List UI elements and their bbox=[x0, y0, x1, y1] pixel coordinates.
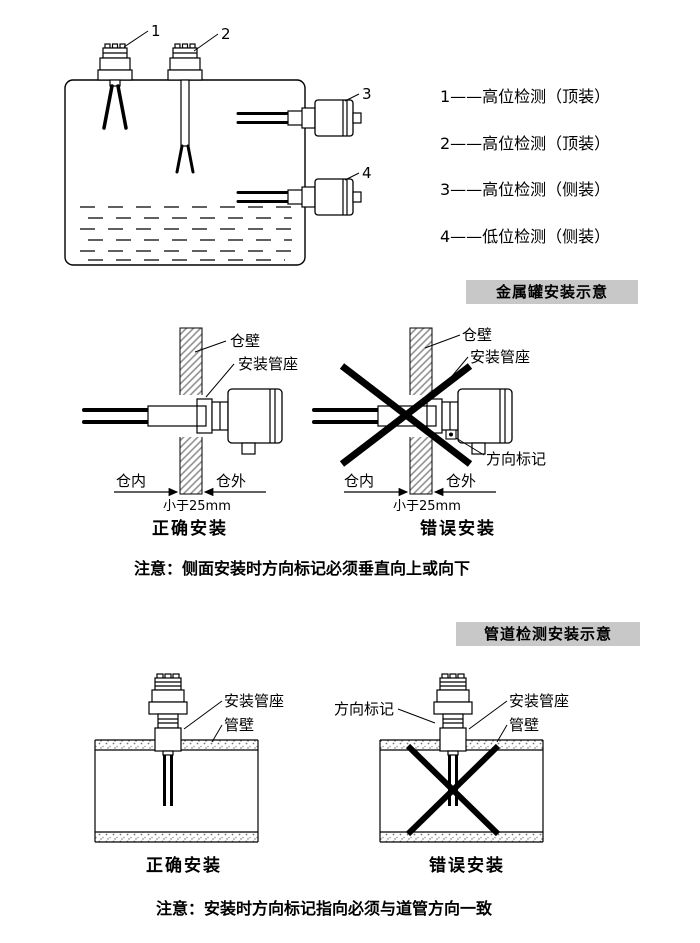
side-mount-correct-diagram: 仓壁 安装管座 仓内 仓外 小于25mm 正确安装 bbox=[82, 326, 298, 539]
callout-number-1: 1 bbox=[151, 22, 161, 40]
legend-item-1: 1——高位检测（顶装） bbox=[440, 87, 610, 106]
inside-label: 仓内 bbox=[344, 472, 374, 490]
pipe-badge-label: 管道检测安装示意 bbox=[484, 625, 612, 643]
socket-label: 安装管座 bbox=[470, 348, 530, 366]
prohibited-x-mark bbox=[405, 743, 501, 837]
pipe-badge-bg bbox=[456, 622, 640, 646]
inside-label: 仓内 bbox=[116, 472, 146, 490]
metal-tank-badge: 金属罐安装示意 bbox=[466, 280, 638, 304]
outside-label: 仓外 bbox=[216, 472, 246, 490]
gap-label: 小于25mm bbox=[163, 499, 231, 514]
correct-caption: 正确安装 bbox=[146, 855, 222, 876]
pipe-body-right bbox=[379, 739, 544, 843]
socket-label: 安装管座 bbox=[238, 355, 298, 373]
top-device-1 bbox=[97, 43, 133, 130]
side-mount-wrong-diagram: 仓壁 安装管座 方向标记 仓内 仓外 小于25mm 错误安装 bbox=[312, 326, 546, 539]
metal-tank-diagram: 1 2 3 4 bbox=[64, 22, 372, 266]
prohibited-x-mark bbox=[339, 363, 473, 467]
pipe-body-left bbox=[94, 739, 259, 843]
pipe-wall-label: 管壁 bbox=[224, 716, 254, 734]
pipe-wall-label: 管壁 bbox=[509, 716, 539, 734]
pipe-badge: 管道检测安装示意 bbox=[456, 622, 640, 646]
wrong-caption: 错误安装 bbox=[420, 518, 496, 539]
callout-number-3: 3 bbox=[362, 85, 372, 103]
direction-mark-label: 方向标记 bbox=[334, 700, 394, 718]
wall-label: 仓壁 bbox=[230, 332, 260, 350]
callout-number-4: 4 bbox=[362, 164, 372, 182]
leader-lines-left bbox=[194, 340, 235, 398]
outside-label: 仓外 bbox=[446, 472, 476, 490]
wrong-caption: 错误安装 bbox=[429, 855, 505, 876]
socket-label: 安装管座 bbox=[509, 692, 569, 710]
gap-label: 小于25mm bbox=[393, 499, 461, 514]
callout-leaders bbox=[123, 30, 360, 181]
callout-number-2: 2 bbox=[221, 25, 231, 43]
pipe-device-correct bbox=[147, 672, 189, 808]
water-level-dashes bbox=[80, 206, 292, 261]
side-mount-note: 注意：侧面安装时方向标记必须垂直向上或向下 bbox=[134, 559, 470, 578]
correct-caption: 正确安装 bbox=[152, 518, 228, 539]
top-device-2 bbox=[167, 43, 203, 174]
pipe-mount-wrong-diagram: 方向标记 安装管座 管壁 错误安装 bbox=[334, 672, 569, 876]
leader-lines-pipe-right bbox=[397, 700, 508, 743]
side-probe-4 bbox=[236, 177, 363, 217]
leader-lines-pipe-left bbox=[183, 700, 223, 743]
side-probe-3 bbox=[236, 98, 363, 138]
wall-assembly-correct bbox=[82, 326, 284, 496]
legend-item-2: 2——高位检测（顶装） bbox=[440, 134, 610, 153]
pipe-mount-correct-diagram: 安装管座 管壁 正确安装 bbox=[94, 672, 284, 876]
socket-label: 安装管座 bbox=[224, 692, 284, 710]
legend-item-3: 3——高位检测（侧装） bbox=[440, 180, 610, 199]
direction-mark-dot bbox=[449, 432, 453, 437]
metal-tank-badge-label: 金属罐安装示意 bbox=[495, 283, 608, 301]
wall-label: 仓壁 bbox=[462, 326, 492, 344]
metal-tank-badge-bg bbox=[466, 280, 638, 304]
legend-item-4: 4——低位检测（侧装） bbox=[440, 227, 610, 246]
tank-legend: 1——高位检测（顶装） 2——高位检测（顶装） 3——高位检测（侧装） 4——低… bbox=[440, 87, 610, 246]
direction-mark-label: 方向标记 bbox=[486, 450, 546, 468]
pipe-mount-note: 注意：安装时方向标记指向必须与道管方向一致 bbox=[156, 899, 493, 918]
